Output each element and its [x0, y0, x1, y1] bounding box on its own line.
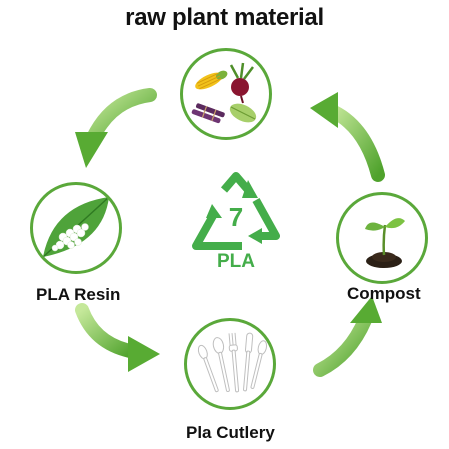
recycling-triangle-icon: 7 PLA	[192, 172, 280, 270]
compost-circle	[336, 192, 428, 284]
cutlery-icon	[197, 332, 268, 393]
cutlery-circle	[184, 318, 276, 410]
raw-material-circle	[180, 48, 272, 140]
arrow-raw-to-resin	[75, 88, 157, 168]
pla-cutlery-label: Pla Cutlery	[186, 423, 275, 442]
seedling-soil-icon	[365, 218, 405, 268]
raw-plant-materials-icon	[191, 62, 257, 124]
plastic-code-label: PLA	[217, 251, 255, 270]
pla-recycling-symbol: 7 PLA	[186, 170, 286, 270]
arrow-resin-to-cutlery	[75, 303, 160, 372]
compost-label: Compost	[347, 284, 421, 303]
plastic-code-number: 7	[229, 202, 243, 232]
diagram-title: raw plant material	[125, 4, 324, 31]
pla-resin-leaf-icon	[42, 196, 110, 258]
pla-resin-circle	[30, 182, 122, 274]
arrow-cutlery-to-compost	[313, 296, 382, 377]
arrow-compost-to-raw	[310, 92, 385, 182]
pla-resin-label: PLA Resin	[36, 285, 121, 304]
